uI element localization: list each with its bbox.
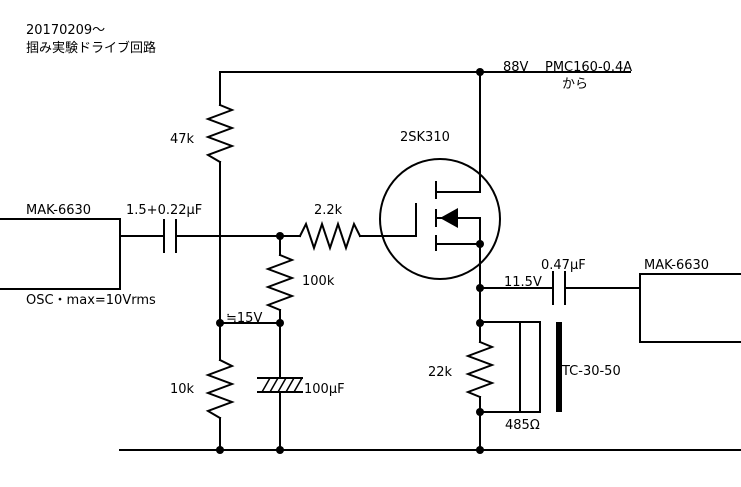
r100k-label: 100k — [302, 274, 335, 289]
output-cap-label: 0.47μF — [541, 258, 586, 273]
r22k-resistor — [465, 340, 495, 399]
osc-note-label: OSC・max=10Vrms — [26, 293, 156, 308]
input-cap-label: 1.5+0.22μF — [126, 203, 202, 218]
circuit-title: 掴み実験ドライブ回路 — [26, 40, 156, 56]
transformer-primary-winding — [519, 321, 541, 413]
junction-dot — [476, 319, 484, 327]
junction-dot — [476, 68, 484, 76]
primary-resistance-label: 485Ω — [505, 418, 540, 433]
junction-dot — [276, 232, 284, 240]
right-device-label: MAK-6630 — [644, 258, 709, 273]
gate-lead-wire — [359, 203, 417, 237]
junction-dot — [476, 446, 484, 454]
fet-body-arrow — [440, 208, 458, 228]
junction-dot — [276, 446, 284, 454]
junction-dot — [476, 408, 484, 416]
gate-resistor — [298, 220, 362, 252]
r100k-resistor — [265, 253, 295, 312]
left-device-box — [0, 218, 121, 290]
r10k-label: 10k — [170, 382, 195, 397]
fet-drain-wire — [435, 71, 481, 193]
r47k-resistor — [205, 103, 235, 164]
r10k-resistor — [205, 358, 235, 420]
r22k-label: 22k — [428, 365, 453, 380]
bypass-cap-label: 100μF — [304, 382, 345, 397]
date-label: 20170209～ — [26, 23, 105, 38]
junction-dot — [216, 446, 224, 454]
right-device-box — [639, 273, 741, 343]
supply-from-label: から — [562, 77, 588, 92]
r47k-label: 47k — [170, 132, 195, 147]
transformer-core — [556, 322, 562, 412]
fet-label: 2SK310 — [400, 130, 450, 145]
transformer-label: TC-30-50 — [561, 364, 621, 379]
junction-dot — [216, 319, 224, 327]
junction-dot — [476, 240, 484, 248]
junction-dot — [476, 284, 484, 292]
fet-envelope — [379, 158, 501, 280]
gate-resistor-label: 2.2k — [314, 203, 343, 218]
source-voltage-label: 11.5V — [504, 275, 542, 290]
junction-dot — [276, 319, 284, 327]
left-device-label: MAK-6630 — [26, 203, 91, 218]
bypass-cap-hatch — [261, 377, 303, 393]
